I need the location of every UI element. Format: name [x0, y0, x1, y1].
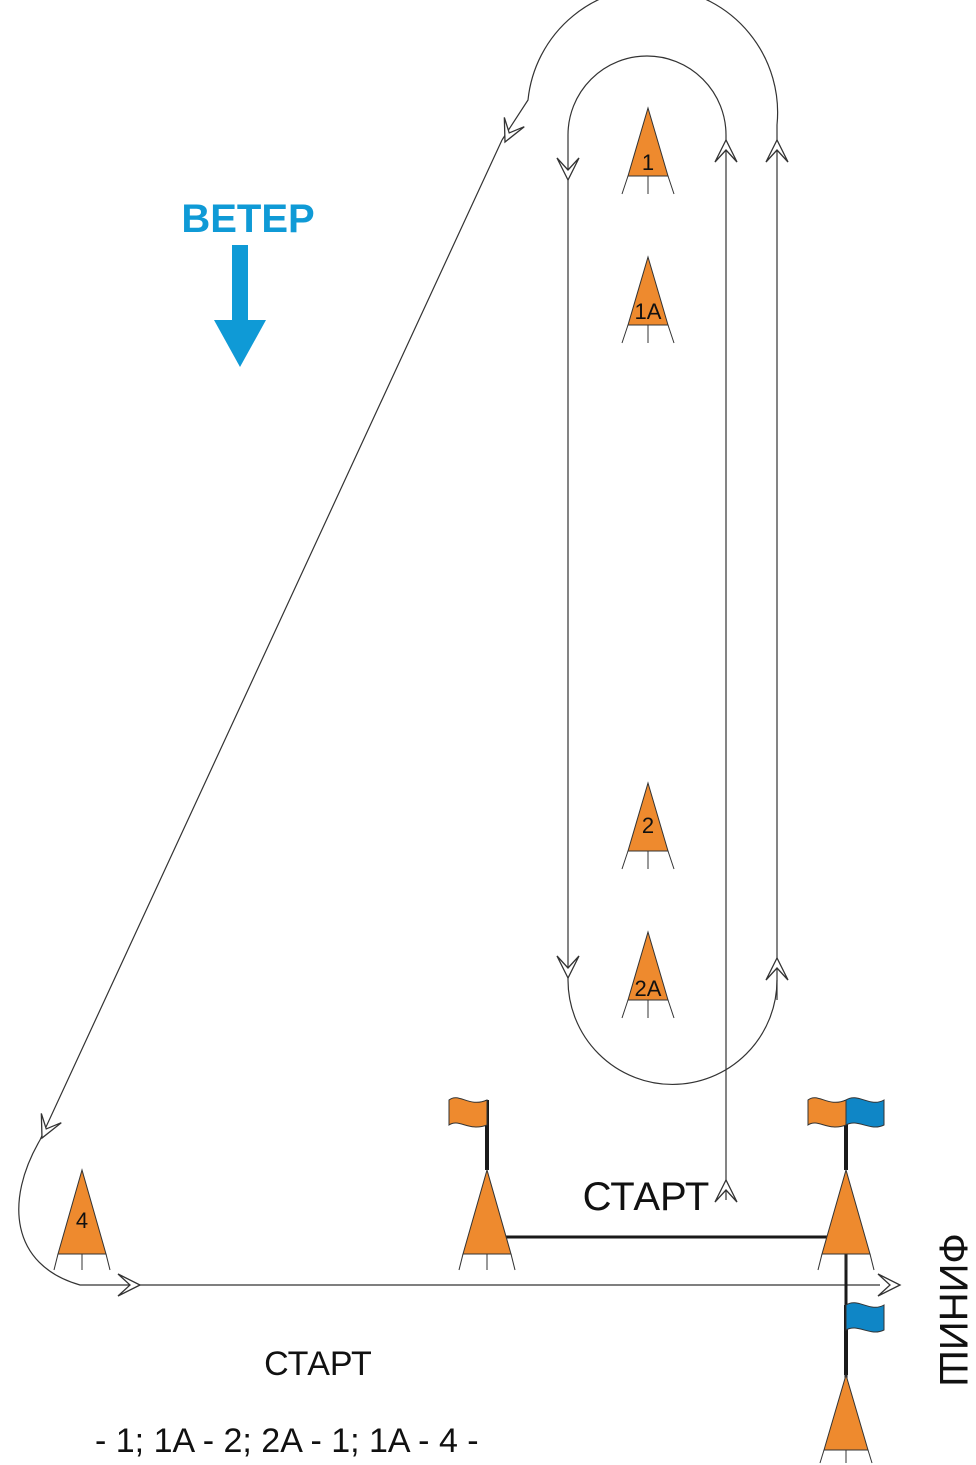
finish-label: ФИНИШ: [931, 1233, 975, 1386]
committee-buoy: [807, 1097, 885, 1271]
course-track: [18, 0, 880, 1286]
mark-1A: 1A: [621, 255, 675, 344]
wind-label: ВЕТЕР: [181, 197, 314, 241]
arrow-finish: [877, 1273, 901, 1297]
mark-label-4: 4: [76, 1208, 88, 1233]
course-sequence: - 1; 1A - 2; 2A - 1; 1A - 4 -: [95, 1422, 479, 1460]
orange-flag-icon: [807, 1097, 847, 1128]
mark-label-2: 2: [642, 813, 654, 838]
outer-loop-bottom: [567, 979, 778, 1086]
mark-2: 2: [621, 781, 675, 870]
blue-flag-icon: [845, 1302, 885, 1333]
reach-leg: [18, 139, 880, 1286]
mark-label-1A: 1A: [635, 299, 662, 324]
wind-arrow-icon: [214, 245, 266, 367]
wind-indicator: ВЕТЕР: [181, 197, 315, 367]
mark-4: 4: [53, 1168, 111, 1271]
start-line-label: СТАРТ: [583, 1175, 710, 1219]
mark-2A: 2A: [621, 930, 675, 1019]
mark-1: 1: [621, 106, 675, 195]
orange-flag-icon: [448, 1097, 488, 1128]
mark-label-1: 1: [642, 150, 654, 175]
arrow-reach-bottom: [31, 1112, 62, 1144]
arrow-reach-top: [494, 116, 525, 148]
inner-loop-top: [567, 55, 727, 180]
course-start-label: СТАРТ: [264, 1345, 372, 1383]
outer-leg-up: [501, 0, 779, 1000]
start-pin-buoy: [448, 1097, 516, 1271]
finish-pin-buoy: [819, 1302, 885, 1464]
mark-label-2A: 2A: [635, 976, 662, 1001]
blue-flag-icon: [845, 1097, 885, 1128]
